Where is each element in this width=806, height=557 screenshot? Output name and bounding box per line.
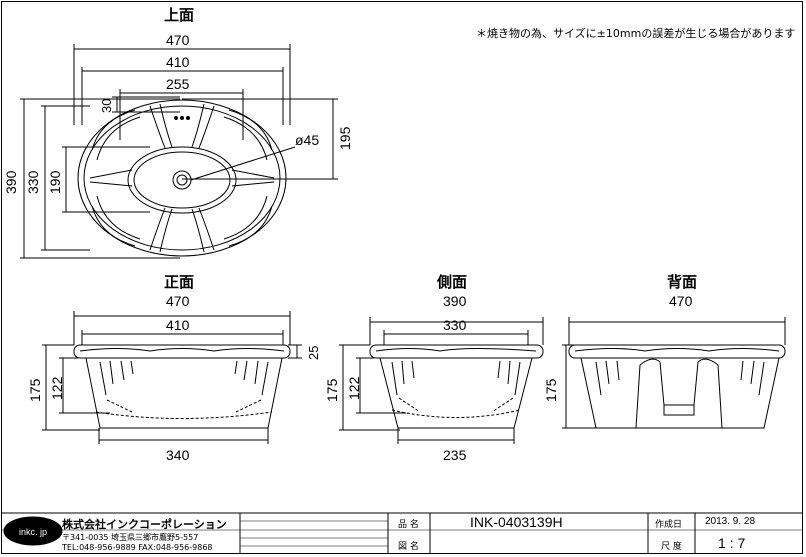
front-dim-410: 410: [81, 317, 284, 345]
top-view-basin: [77, 99, 287, 257]
front-view-basin: [73, 344, 291, 429]
svg-text:470: 470: [166, 32, 190, 48]
back-view-basin: [568, 344, 786, 429]
front-dim-175: 175: [27, 344, 100, 431]
svg-text:235: 235: [443, 447, 467, 463]
product-name-label: 品 名: [398, 520, 419, 530]
product-name-value: INK-0403139H: [470, 514, 563, 530]
top-dim-phi45: ø45: [190, 132, 319, 181]
company-address: 〒341-0035 埼玉県三郷市鷹野5-557: [62, 533, 199, 542]
side-view-basin: [369, 344, 544, 429]
svg-text:195: 195: [337, 126, 353, 150]
svg-text:255: 255: [166, 76, 190, 92]
svg-text:410: 410: [166, 54, 190, 70]
top-dim-410: 410: [81, 54, 284, 125]
top-dim-330: 330: [25, 105, 90, 251]
front-dim-470: 470: [73, 293, 291, 345]
svg-text:30: 30: [99, 99, 114, 113]
back-dim-470: 470: [568, 293, 786, 345]
svg-text:inkc. jp: inkc. jp: [19, 527, 47, 537]
side-dim-330: 330: [383, 317, 529, 345]
drawing-name-label: 図 名: [398, 542, 419, 552]
svg-text:470: 470: [166, 293, 190, 309]
top-dim-255: 255: [119, 76, 244, 140]
front-dim-25: 25: [288, 344, 321, 360]
front-view-title: 正面: [164, 273, 194, 291]
side-dim-235: 235: [397, 428, 515, 463]
svg-text:175: 175: [543, 378, 559, 402]
top-dim-195: 195: [182, 98, 353, 180]
side-view-title: 側面: [436, 273, 467, 291]
side-dim-175: 175: [324, 344, 400, 431]
svg-text:410: 410: [166, 317, 190, 333]
created-date-value: 2013. 9. 28: [705, 516, 756, 527]
tolerance-note: ＊焼き物の為、サイズに±10mmの誤差が生じる場合があります: [476, 26, 795, 40]
title-block-grid: [2, 512, 803, 554]
top-dim-390: 390: [3, 98, 180, 259]
back-dim-175: 175: [543, 344, 600, 429]
company-phone: TEL:048-956-9889 FAX:048-956-9868: [62, 543, 213, 552]
svg-text:175: 175: [324, 378, 340, 402]
side-dim-390: 390: [369, 293, 544, 345]
company-name: 株式会社インクコーポレーション: [62, 518, 227, 531]
svg-text:122: 122: [49, 376, 65, 400]
svg-text:330: 330: [443, 317, 467, 333]
front-dim-340: 340: [98, 428, 269, 463]
svg-text:190: 190: [47, 170, 63, 194]
svg-text:390: 390: [443, 293, 467, 309]
scale-label: 尺 度: [661, 542, 682, 552]
top-view-title: 上面: [164, 6, 194, 24]
svg-text:340: 340: [166, 447, 190, 463]
top-dim-190: 190: [47, 146, 150, 213]
svg-text:122: 122: [346, 376, 362, 400]
back-view-title: 背面: [667, 273, 697, 291]
svg-text:175: 175: [27, 378, 43, 402]
scale-value: 1 : 7: [718, 535, 746, 551]
top-dim-470: 470: [73, 32, 291, 125]
svg-text:330: 330: [25, 170, 41, 194]
company-logo: inkc. jp: [3, 516, 63, 546]
svg-text:470: 470: [669, 293, 693, 309]
created-date-label: 作成日: [655, 520, 683, 530]
svg-text:ø45: ø45: [295, 132, 319, 148]
svg-text:25: 25: [306, 346, 321, 360]
svg-text:390: 390: [3, 170, 19, 194]
side-dim-122: 122: [346, 357, 406, 414]
